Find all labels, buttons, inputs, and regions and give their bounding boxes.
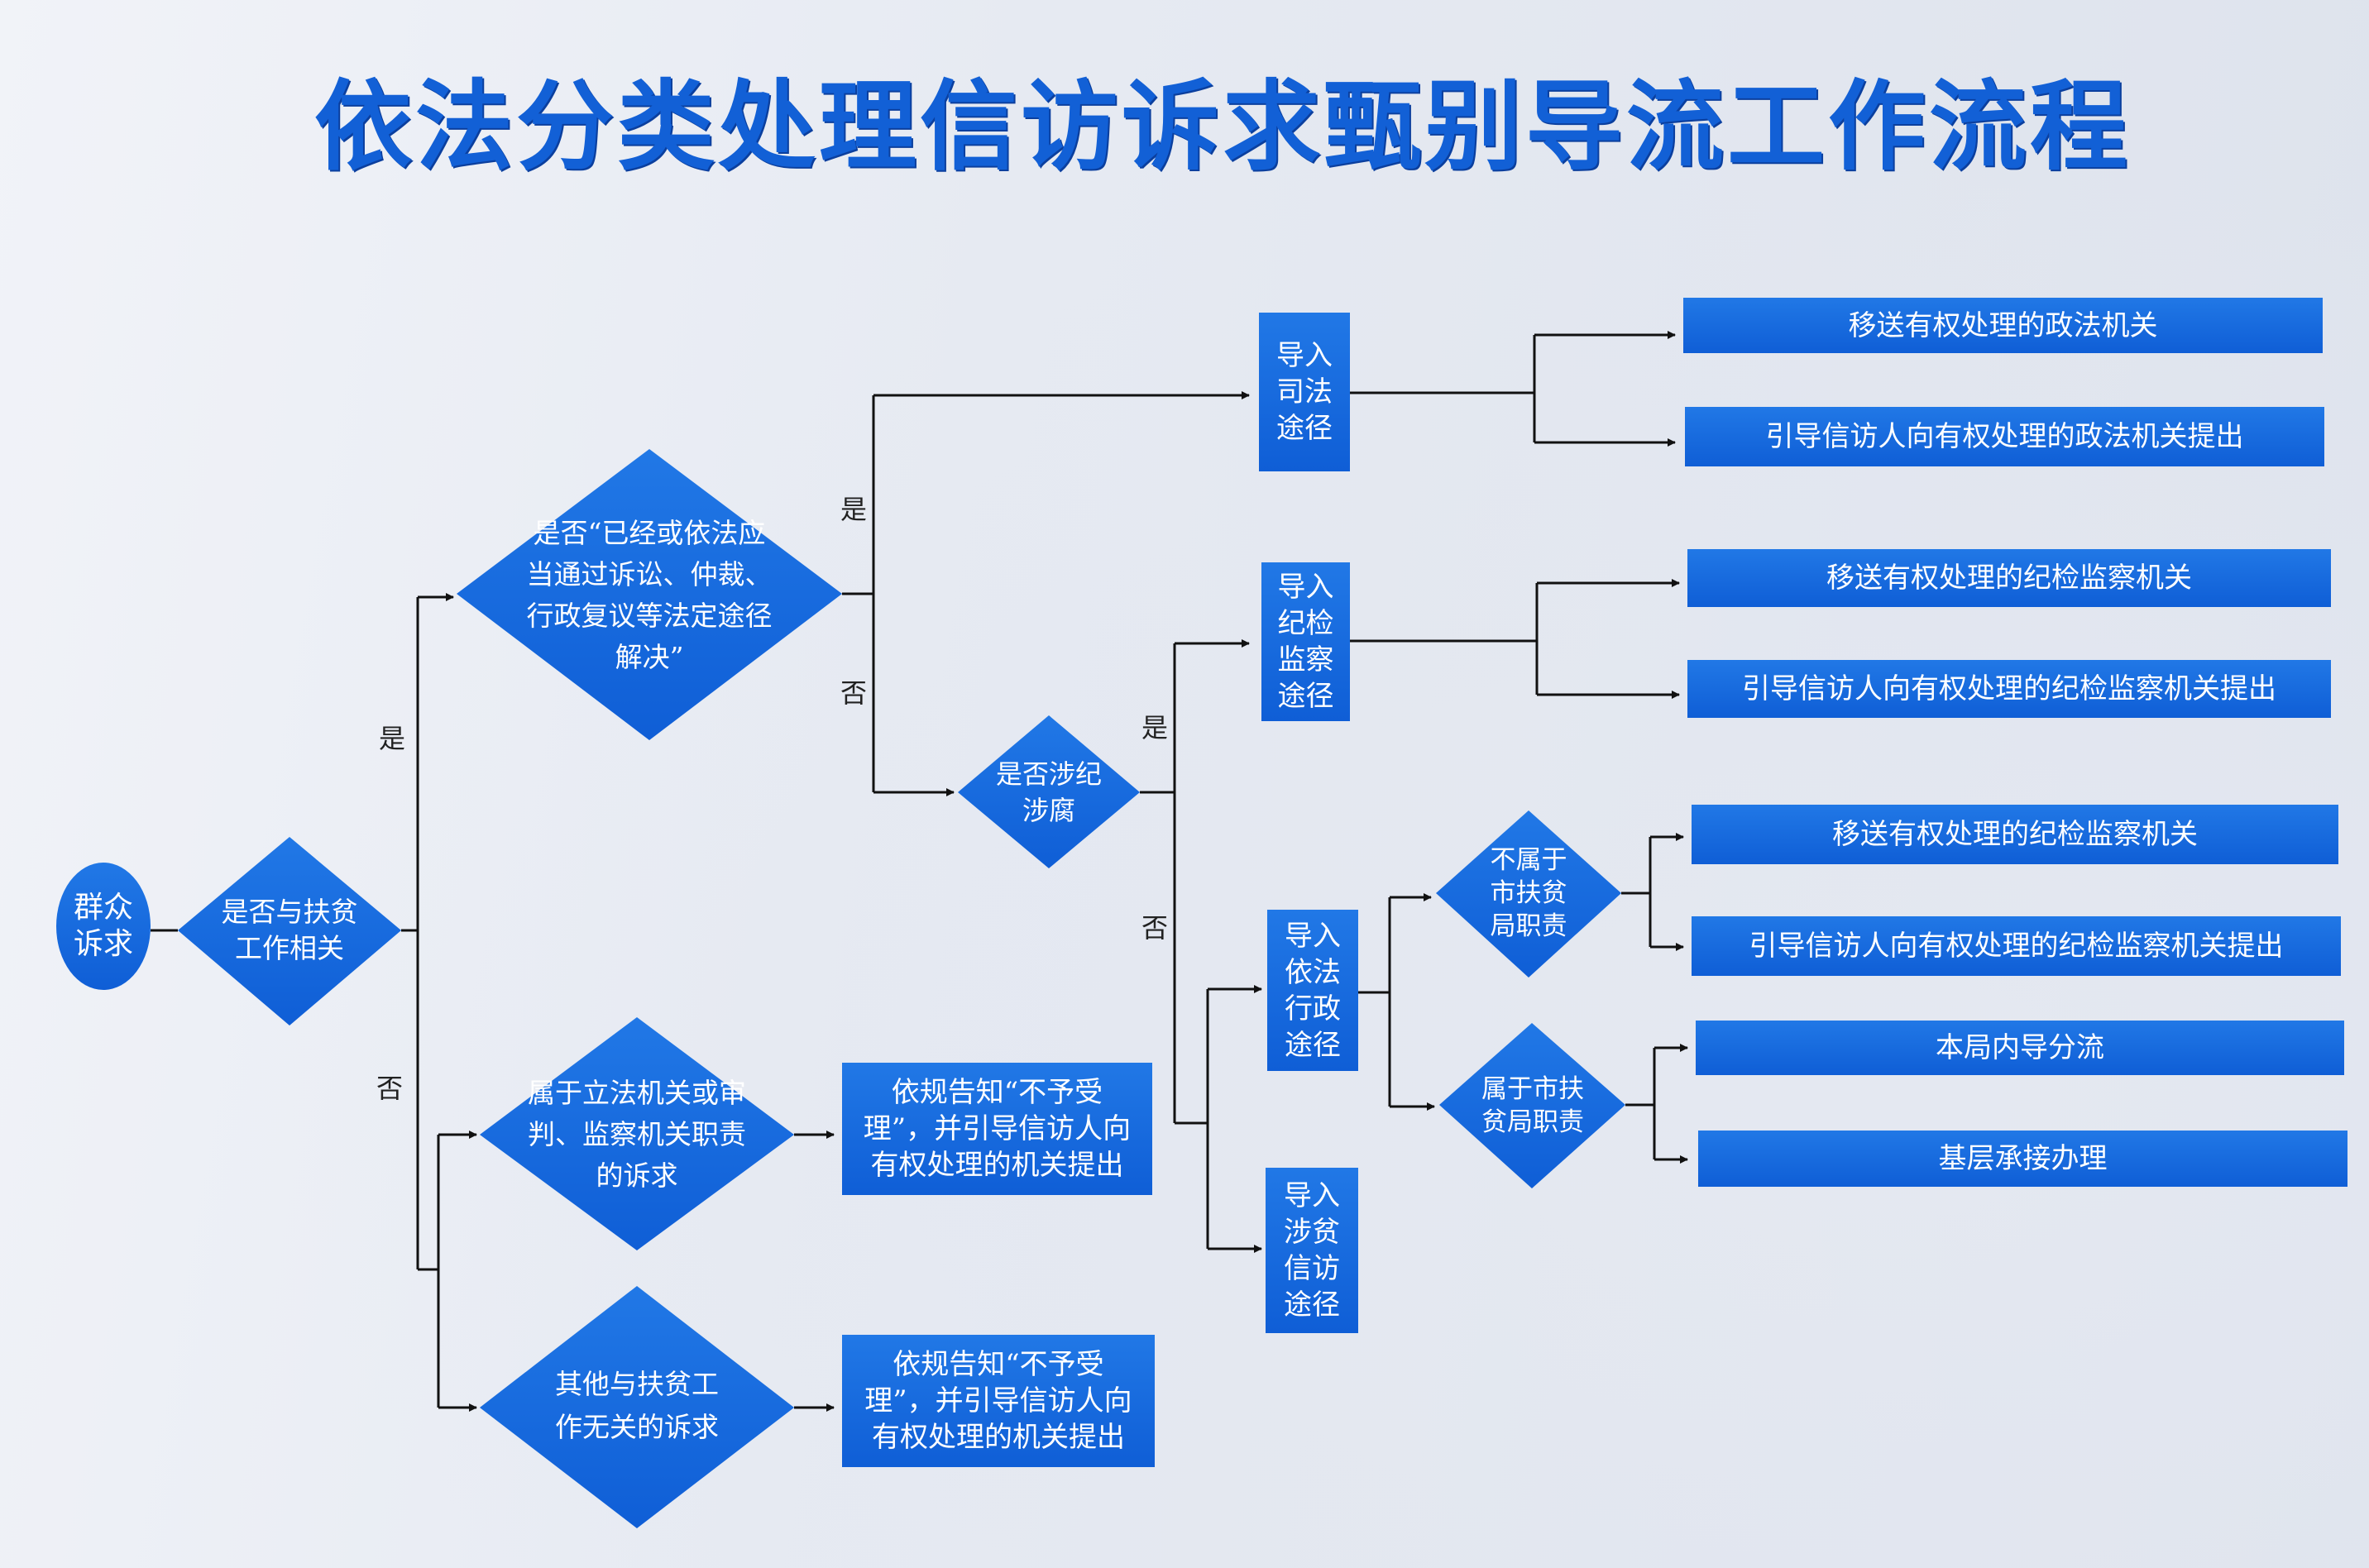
unrelated-result-box: 依规告知“不予受理”，并引导信访人向有权处理的机关提出 (842, 1335, 1155, 1467)
discipline-outcome-guide-label: 引导信访人向有权处理的纪检监察机关提出 (1742, 672, 2276, 705)
unrelated-decision-label: 其他与扶贫工作无关的诉求 (555, 1368, 719, 1443)
discipline-outcome-guide: 引导信访人向有权处理的纪检监察机关提出 (1687, 660, 2331, 718)
legislative-result-box: 依规告知“不予受理”，并引导信访人向有权处理的机关提出 (842, 1063, 1152, 1195)
admin-path-label: 导入依法行政途径 (1285, 919, 1341, 1062)
legal-decision: 是否“已经或依法应当通过诉讼、仲裁、行政复议等法定途径解决” (509, 488, 790, 703)
legislative-decision: 属于立法机关或审判、监察机关职责的诉求 (513, 1059, 761, 1211)
branch-no-legal: 否 (840, 677, 868, 709)
discipline-outcome-transfer-label: 移送有权处理的纪检监察机关 (1826, 562, 2192, 595)
legal-decision-label: 是否“已经或依法应当通过诉讼、仲裁、行政复议等法定途径解决” (526, 517, 773, 673)
connectors (151, 331, 1688, 1412)
start-node-label: 群众诉求 (73, 891, 133, 961)
discipline-path-label: 导入纪检监察途径 (1277, 571, 1334, 713)
judicial-outcome-guide-label: 引导信访人向有权处理的政法机关提出 (1765, 420, 2244, 453)
bureau-outcome-internal-label: 本局内导分流 (1936, 1031, 2104, 1064)
legislative-decision-shape (480, 1017, 794, 1250)
not-bureau-decision-shape (1436, 810, 1621, 978)
page-title: 依法分类处理信访诉求甄别导流工作流程 (314, 69, 2132, 184)
judicial-path-label: 导入司法途径 (1276, 339, 1333, 445)
corrupt-decision-shape (958, 715, 1140, 868)
judicial-path-box: 导入司法途径 (1259, 313, 1350, 471)
not-bureau-decision-label: 不属于市扶贫局职责 (1490, 845, 1567, 941)
discipline-path-box: 导入纪检监察途径 (1261, 562, 1350, 721)
branch-no-corrupt: 否 (1141, 912, 1169, 944)
judicial-outcome-transfer-label: 移送有权处理的政法机关 (1848, 308, 2158, 342)
judicial-outcome-transfer: 移送有权处理的政法机关 (1683, 298, 2323, 353)
corrupt-decision: 是否涉纪涉腐 (980, 748, 1117, 836)
poverty-decision-shape (178, 837, 401, 1025)
corrupt-decision-label: 是否涉纪涉腐 (995, 758, 1102, 826)
not-bureau-outcome-guide: 引导信访人向有权处理的纪检监察机关提出 (1692, 916, 2341, 976)
legal-decision-shape (457, 449, 842, 740)
legislative-decision-label: 属于立法机关或审判、监察机关职责的诉求 (528, 1077, 746, 1192)
branch-yes-corrupt: 是 (1141, 712, 1169, 743)
branch-no-poverty: 否 (376, 1073, 404, 1104)
bureau-outcome-grassroots-label: 基层承接办理 (1938, 1142, 2108, 1175)
unrelated-decision: 其他与扶贫工作无关的诉求 (517, 1344, 757, 1468)
admin-path-box: 导入依法行政途径 (1267, 910, 1358, 1071)
poverty-decision: 是否与扶贫工作相关 (203, 877, 376, 984)
not-bureau-outcome-transfer: 移送有权处理的纪检监察机关 (1692, 805, 2338, 864)
petition-path-box: 导入涉贫信访途径 (1266, 1168, 1358, 1333)
branch-yes-legal: 是 (840, 494, 868, 525)
bureau-outcome-internal: 本局内导分流 (1696, 1021, 2344, 1075)
branch-yes-poverty: 是 (379, 723, 406, 754)
bureau-decision-shape (1439, 1023, 1625, 1188)
bureau-decision-label: 属于市扶贫局职责 (1481, 1074, 1584, 1137)
bureau-decision: 属于市扶贫局职责 (1464, 1052, 1601, 1159)
unrelated-result-label: 依规告知“不予受理”，并引导信访人向有权处理的机关提出 (864, 1348, 1132, 1454)
start-node: 群众诉求 (56, 863, 151, 990)
bureau-outcome-grassroots: 基层承接办理 (1698, 1131, 2347, 1187)
unrelated-decision-shape (480, 1286, 794, 1528)
legislative-result-label: 依规告知“不予受理”，并引导信访人向有权处理的机关提出 (863, 1076, 1132, 1182)
start-node-shape (56, 863, 151, 990)
petition-path-label: 导入涉贫信访途径 (1284, 1179, 1340, 1322)
judicial-outcome-guide: 引导信访人向有权处理的政法机关提出 (1685, 407, 2324, 466)
poverty-decision-label: 是否与扶贫工作相关 (221, 896, 358, 964)
not-bureau-decision: 不属于市扶贫局职责 (1460, 839, 1597, 947)
discipline-outcome-transfer: 移送有权处理的纪检监察机关 (1687, 549, 2331, 607)
not-bureau-outcome-guide-label: 引导信访人向有权处理的纪检监察机关提出 (1749, 930, 2284, 963)
not-bureau-outcome-transfer-label: 移送有权处理的纪检监察机关 (1832, 818, 2198, 851)
